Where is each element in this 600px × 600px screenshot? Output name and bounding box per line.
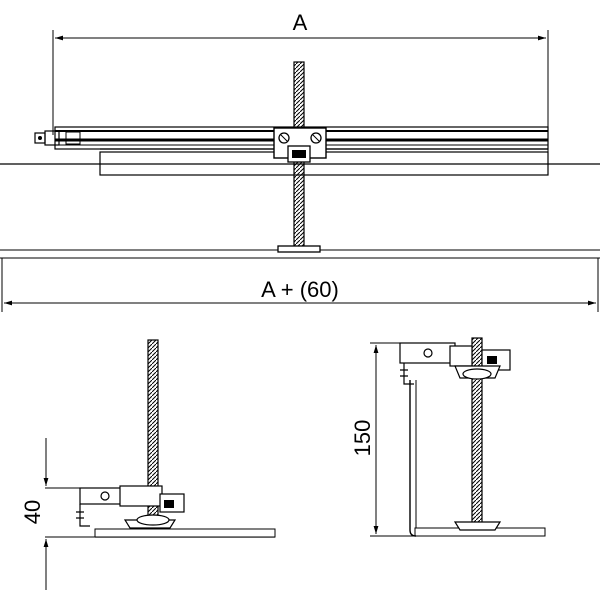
right-tray-wall (409, 380, 417, 537)
dimension-total-label: A + (60) (261, 277, 339, 302)
dimension-150-label: 150 (350, 420, 375, 457)
dimension-40: 40 (20, 438, 95, 590)
clamp-bracket (273, 127, 327, 163)
right-clamp-assembly (399, 342, 511, 531)
left-floor-plate (94, 528, 276, 538)
dimension-150: 150 (350, 342, 400, 534)
left-clamp-assembly (76, 485, 185, 529)
dimension-40-label: 40 (20, 500, 45, 524)
dimension-a-label: A (293, 10, 308, 35)
rail-end-clip (34, 130, 81, 146)
right-side-view: 150 (350, 337, 546, 537)
left-side-view: 40 (20, 339, 276, 590)
top-view: A (0, 10, 600, 312)
dimension-a: A (52, 10, 549, 155)
foot-plate (277, 245, 321, 253)
dimension-total: A + (60) (1, 258, 599, 312)
